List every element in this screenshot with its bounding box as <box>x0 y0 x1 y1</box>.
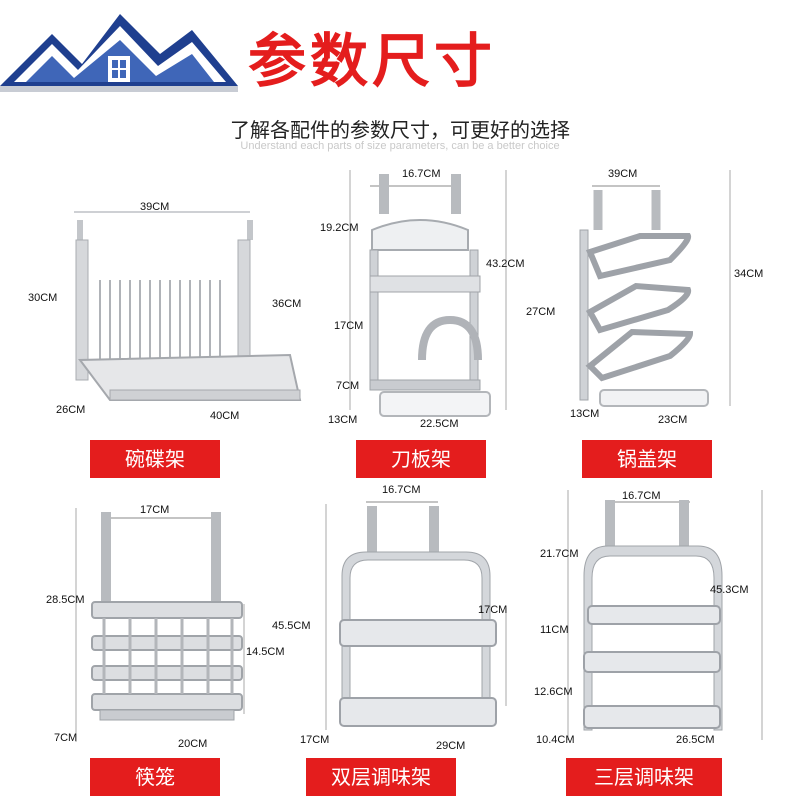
label-pot-lid-rack: 锅盖架 <box>582 440 712 478</box>
chopstick-holder-image <box>75 508 245 742</box>
label-dish-rack: 碗碟架 <box>90 440 220 478</box>
dim-total-height: 34CM <box>734 268 764 280</box>
dim-depth: 26CM <box>56 404 86 416</box>
dim-hook-width: 17CM <box>140 504 170 516</box>
dish-rack-image <box>74 211 302 401</box>
dim-hook-width: 39CM <box>608 168 638 180</box>
dim-tier-height: 17CM <box>478 604 508 616</box>
dim-hook-width: 16.7CM <box>622 490 661 502</box>
dim-length: 26.5CM <box>676 734 715 746</box>
dim-total-height: 36CM <box>272 298 302 310</box>
label-knife-board-rack: 刀板架 <box>356 440 486 478</box>
brand-logo <box>0 0 238 104</box>
dim-hook-width: 16.7CM <box>382 484 421 496</box>
dim-total-height: 28.5CM <box>46 594 85 606</box>
label-chopstick-holder: 筷笼 <box>90 758 220 796</box>
dim-tier-height: 11CM <box>540 624 569 636</box>
knife-rack-image <box>349 170 507 417</box>
dim-hook-width: 16.7CM <box>402 168 441 180</box>
dim-depth: 13CM <box>570 408 600 420</box>
product-three-tier-rack: 16.7CM 21.7CM 45.3CM 11CM 12.6CM 10.4CM … <box>534 480 798 780</box>
dim-total-height: 45.3CM <box>710 584 749 596</box>
dim-length: 23CM <box>658 414 688 426</box>
page-title: 参数尺寸 <box>248 27 497 95</box>
three-tier-rack-image <box>567 490 763 740</box>
dim-basket-height: 14.5CM <box>246 646 285 658</box>
product-pot-lid-rack: 39CM 34CM 27CM 13CM 23CM <box>526 160 800 460</box>
dim-top-height: 19.2CM <box>320 222 359 234</box>
label-three-tier-rack: 三层调味架 <box>566 758 722 796</box>
dim-length: 22.5CM <box>420 418 459 430</box>
dim-depth: 17CM <box>300 734 330 746</box>
dim-mid-height: 17CM <box>334 320 364 332</box>
product-dish-rack: 39CM 30CM 36CM 26CM 40CM <box>10 160 301 460</box>
dim-depth: 10.4CM <box>536 734 575 746</box>
label-two-tier-rack: 双层调味架 <box>306 758 456 796</box>
product-two-tier-rack: 16.7CM 17CM 45.5CM 17CM 29CM <box>272 480 556 780</box>
dim-height: 30CM <box>28 292 58 304</box>
dim-length: 20CM <box>178 738 208 750</box>
dim-total-height: 43.2CM <box>486 258 525 270</box>
dim-depth: 13CM <box>328 414 358 426</box>
dim-bottom-height: 7CM <box>336 380 360 392</box>
dim-width: 39CM <box>140 201 170 213</box>
dim-length: 29CM <box>436 740 466 752</box>
product-knife-board-rack: 16.7CM 19.2CM 43.2CM 17CM 7CM 13CM 22.5C… <box>310 160 570 460</box>
two-tier-rack-image <box>325 501 507 730</box>
dim-bottom-tier-height: 12.6CM <box>534 686 573 698</box>
lid-rack-image <box>579 170 731 407</box>
product-chopstick-holder: 17CM 28.5CM 14.5CM 7CM 20CM <box>40 494 300 794</box>
dim-top-height: 21.7CM <box>540 548 579 560</box>
dim-depth: 7CM <box>54 732 78 744</box>
dim-total-height: 45.5CM <box>272 620 311 632</box>
dim-lid-height: 27CM <box>526 306 556 318</box>
dim-length: 40CM <box>210 410 240 422</box>
subtitle-cn: 了解各配件的参数尺寸，可更好的选择 <box>230 118 570 142</box>
subtitle-en: Understand each parts of size parameters… <box>240 140 560 152</box>
